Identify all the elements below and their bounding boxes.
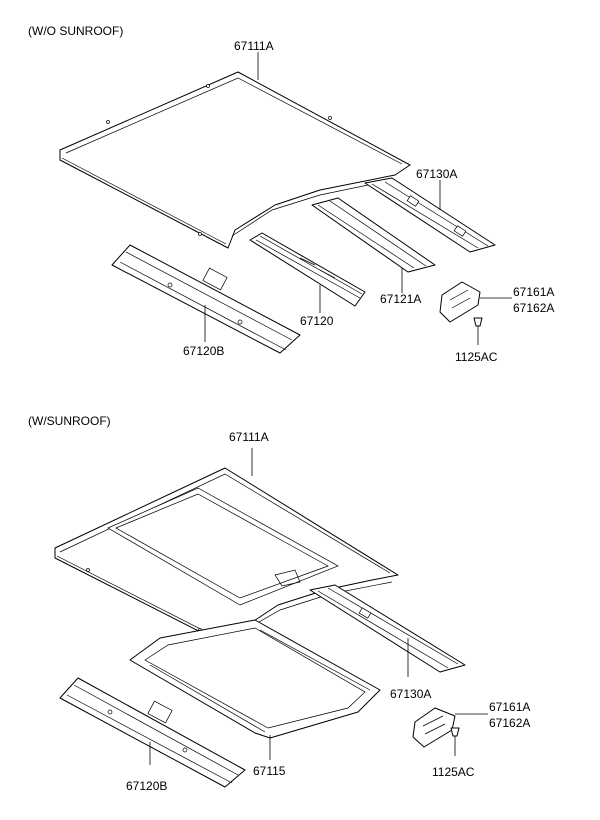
label-roof-panel-1: 67111A [234,39,274,53]
center-rail-part [311,197,436,273]
label-rear-rail-2: 67130A [390,687,431,701]
label-bracket-a-2: 67161A [489,700,530,714]
label-bracket-a-1: 67161A [513,285,554,299]
label-front-rail-b-1: 67120B [183,344,224,358]
label-center-rail-1: 67121A [380,292,421,306]
label-bolt-2: 1125AC [432,765,475,779]
label-bolt-1: 1125AC [455,350,498,364]
rear-rail-part [364,177,496,253]
label-bracket-b-2: 67162A [489,716,530,730]
section-with-sunroof: (W/SUNROOF) 67111A 67130A [28,414,530,793]
front-rail-b-part [111,244,301,354]
section-title-without-sunroof: (W/O SUNROOF) [28,24,123,38]
bolt-part-2 [450,727,460,756]
front-rail-part [249,232,366,307]
label-frame-2: 67115 [253,764,286,778]
section-title-with-sunroof: (W/SUNROOF) [28,414,111,428]
bracket-part [439,281,481,323]
rear-rail-part-2 [309,584,466,673]
section-without-sunroof: (W/O SUNROOF) 67111A 67130A [28,24,554,364]
label-bracket-b-1: 67162A [513,301,554,315]
sunroof-frame-part [129,619,381,739]
label-front-rail-1: 67120 [300,314,334,328]
roof-panel-part [59,71,411,249]
label-roof-panel-2: 67111A [229,430,269,444]
label-rear-rail-1: 67130A [416,167,457,181]
label-front-rail-b-2: 67120B [126,779,167,793]
bolt-part [473,317,483,345]
roof-panel-sunroof-part [54,467,399,649]
bracket-part-2 [412,707,456,748]
front-rail-b-part-2 [59,677,246,788]
